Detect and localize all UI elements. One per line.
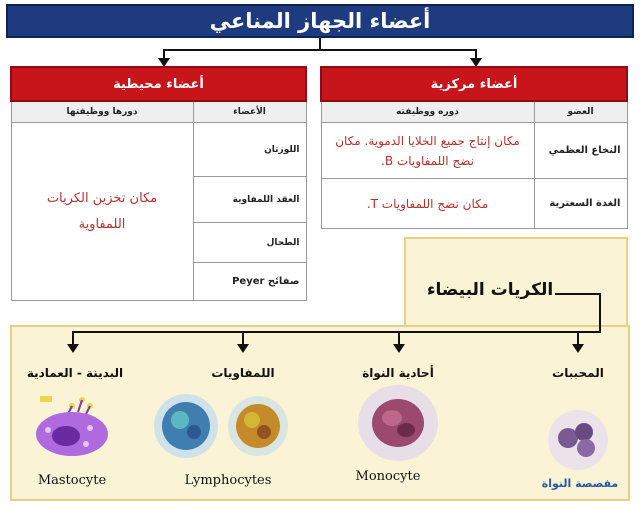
cell-membrane bbox=[548, 410, 608, 470]
nucleus-lobe bbox=[575, 423, 593, 441]
mastocyte-label: البدينة - العمادية bbox=[10, 366, 140, 380]
granulocyte-extra-label: مفصصة النواة bbox=[540, 477, 620, 490]
connector-line bbox=[398, 331, 400, 345]
connector-line bbox=[163, 49, 477, 51]
central-col-role: دوره ووظيفته bbox=[321, 101, 534, 123]
granule bbox=[87, 425, 93, 431]
connector-line bbox=[242, 331, 244, 345]
nucleus-detail bbox=[171, 411, 189, 429]
title-text: أعضاء الجهاز المناعي bbox=[210, 9, 431, 33]
peripheral-col-role: دورها ووظيفتها bbox=[11, 101, 193, 123]
nucleus-detail bbox=[382, 410, 402, 426]
mastocyte-english-label: Mastocyte bbox=[24, 473, 120, 488]
arrow-down bbox=[393, 344, 405, 353]
monocyte-english-label: Monocyte bbox=[340, 469, 436, 484]
peripheral-organs-table: أعضاء محيطية الأعضاء دورها ووظيفتها اللو… bbox=[10, 66, 307, 301]
central-role-thymus: مكان نضج اللمفاويات T. bbox=[321, 179, 534, 229]
arrow-down bbox=[67, 344, 79, 353]
peripheral-organ-spleen: الطحال bbox=[193, 223, 306, 263]
connector-line bbox=[72, 331, 601, 333]
cell-nucleus bbox=[236, 404, 280, 448]
lymphocytes-english-label: Lymphocytes bbox=[170, 473, 286, 488]
peripheral-header: أعضاء محيطية bbox=[11, 67, 306, 101]
central-organ-thymus: الغدة السعترية bbox=[534, 179, 627, 229]
nucleus-lobe bbox=[558, 428, 578, 448]
granulocyte-cell-icon bbox=[542, 408, 614, 474]
monocyte-cell-icon bbox=[350, 380, 446, 466]
nucleus-detail bbox=[187, 425, 201, 439]
central-organ-bone-marrow: النخاع العظمي bbox=[534, 123, 627, 179]
white-cells-label: الكريات البيضاء bbox=[420, 280, 560, 300]
central-header: أعضاء مركزية bbox=[321, 67, 627, 101]
peripheral-organ-peyer: صفائح Peyer bbox=[193, 263, 306, 301]
page-title: أعضاء الجهاز المناعي bbox=[6, 4, 634, 38]
central-organs-table: أعضاء مركزية العضو دوره ووظيفته النخاع ا… bbox=[320, 66, 628, 229]
peripheral-organ-tonsils: اللوزتان bbox=[193, 123, 306, 177]
nucleus-detail bbox=[257, 425, 271, 439]
cell-tag bbox=[40, 396, 52, 402]
granulocytes-label: المحببات bbox=[530, 366, 626, 380]
nucleus-detail bbox=[244, 412, 260, 428]
granule bbox=[45, 427, 51, 433]
arrow-down bbox=[572, 344, 584, 353]
mastocyte-cell-icon bbox=[20, 390, 120, 462]
connector-line bbox=[555, 293, 601, 295]
peripheral-role: مكان تخزين الكريات اللمفاوية bbox=[11, 123, 193, 301]
monocyte-label: أحادية النواة bbox=[340, 366, 456, 380]
nucleus-lobe bbox=[577, 439, 595, 457]
lymphocytes-label: اللمفاويات bbox=[190, 366, 296, 380]
arrow-down bbox=[237, 344, 249, 353]
lymphocytes-cell-icon bbox=[150, 390, 290, 466]
connector-line bbox=[577, 331, 579, 345]
cell-nucleus bbox=[52, 426, 80, 446]
central-col-organ: العضو bbox=[534, 101, 627, 123]
granule bbox=[83, 441, 89, 447]
nucleus-detail bbox=[397, 423, 415, 437]
connector-line bbox=[72, 331, 74, 345]
connector-line bbox=[599, 293, 601, 333]
central-role-bone-marrow: مكان إنتاج جميع الخلايا الدموية. مكان نض… bbox=[321, 123, 534, 179]
peripheral-col-organ: الأعضاء bbox=[193, 101, 306, 123]
peripheral-organ-lymph-nodes: العقد اللمفاوية bbox=[193, 177, 306, 223]
